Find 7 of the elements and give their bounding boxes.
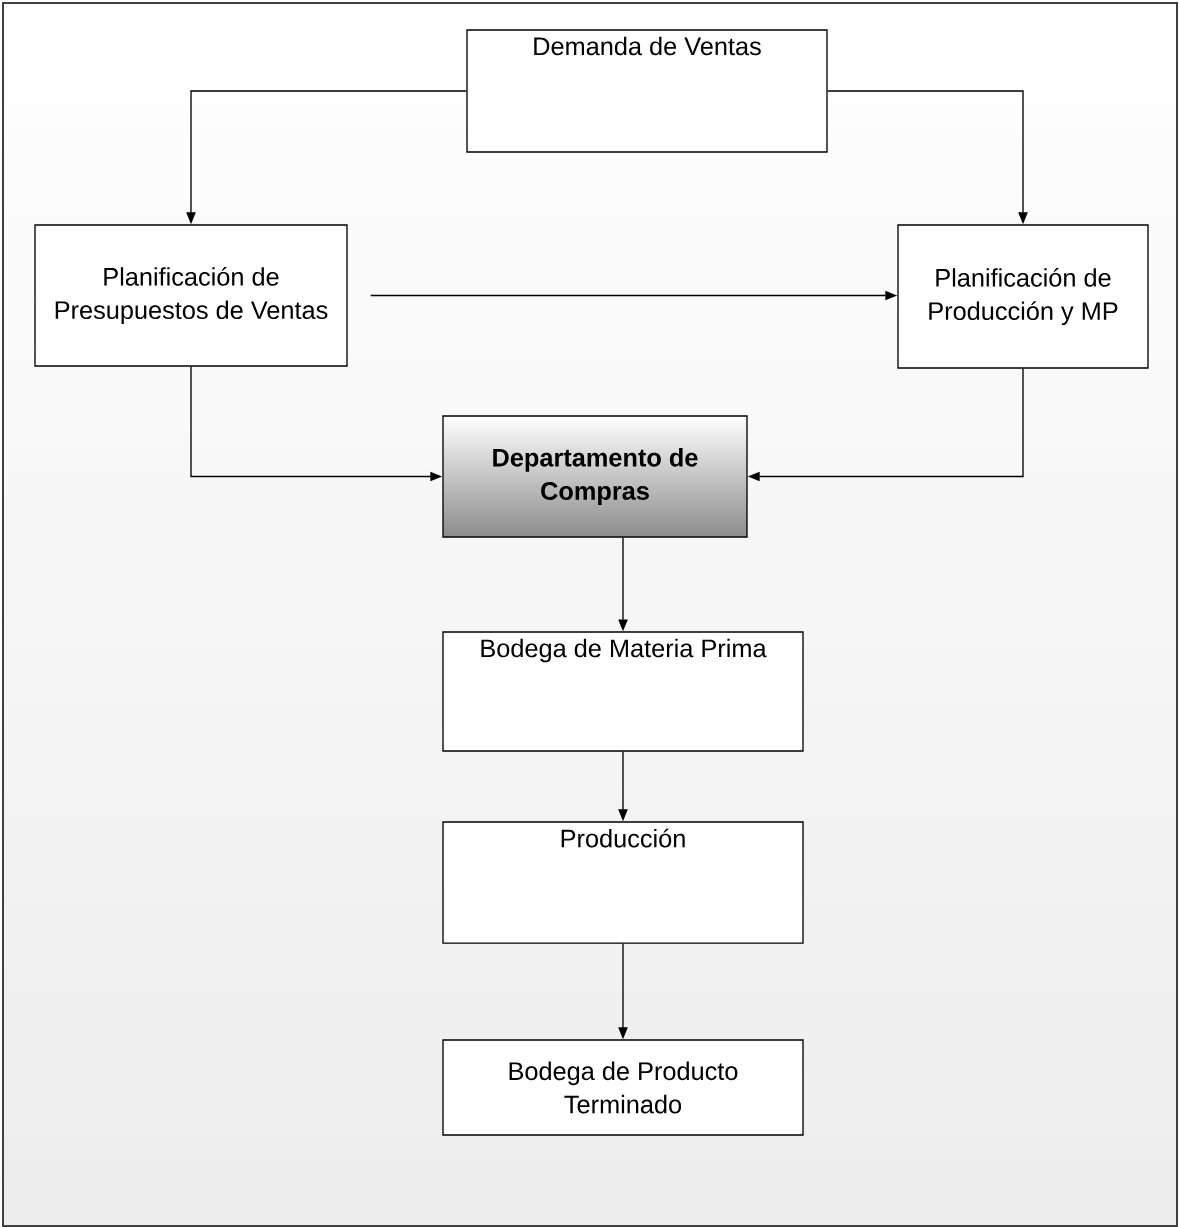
process-box: Departamento de Compras [442, 415, 748, 538]
process-box: Demanda de Ventas [466, 29, 828, 153]
process-box: Bodega de Materia Prima [442, 631, 804, 752]
process-box: Producción [442, 821, 804, 944]
process-box: Bodega de Producto Terminado [442, 1039, 804, 1136]
process-box: Planificación de Presupuestos de Ventas [34, 224, 348, 367]
process-box: Planificación de Producción y MP [897, 224, 1149, 369]
